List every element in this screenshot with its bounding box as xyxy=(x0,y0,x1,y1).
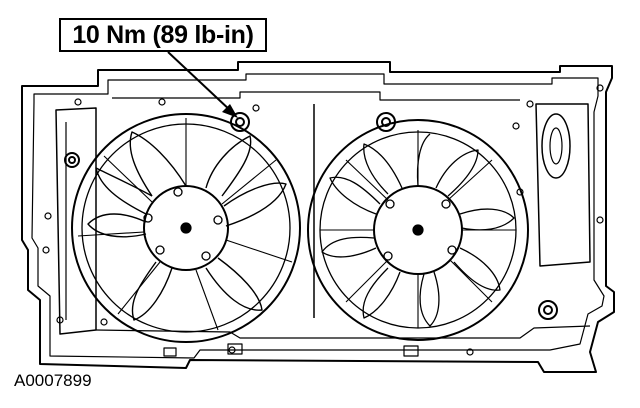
right-fan-spokes xyxy=(320,130,516,328)
figure-id: A0007899 xyxy=(14,371,92,390)
shroud-bottom-lip xyxy=(95,325,591,339)
left-fan-shroud-ring xyxy=(71,113,301,343)
callout-leader-arrow xyxy=(167,51,238,118)
shroud-top-rib xyxy=(112,91,520,101)
fan-mount-bolt-left-side xyxy=(64,152,80,168)
right-fan-hub-center xyxy=(412,224,424,236)
left-fan-spokes xyxy=(77,118,293,331)
torque-callout-label: 10 Nm (89 lb-in) xyxy=(59,18,267,52)
bottom-clips xyxy=(163,343,419,357)
right-fan xyxy=(307,119,529,341)
frame-holes xyxy=(42,84,604,356)
shroud-outer-frame xyxy=(21,61,615,373)
left-side-bracket xyxy=(55,107,97,335)
right-fan-shroud-ring xyxy=(307,119,529,341)
fan-mount-bolt-right xyxy=(376,112,396,132)
right-bracket-slot xyxy=(541,113,571,179)
right-side-bracket xyxy=(535,103,591,267)
shroud-inner-flange xyxy=(31,73,605,359)
left-fan-blades xyxy=(87,131,287,321)
fan-mount-bolt-left xyxy=(230,112,250,132)
hub-mount-bosses xyxy=(143,187,457,261)
right-fan-blades xyxy=(321,133,515,327)
left-fan-hub-center xyxy=(180,222,192,234)
fan-mount-bolt-lower-right xyxy=(538,300,558,320)
left-fan xyxy=(71,113,301,343)
